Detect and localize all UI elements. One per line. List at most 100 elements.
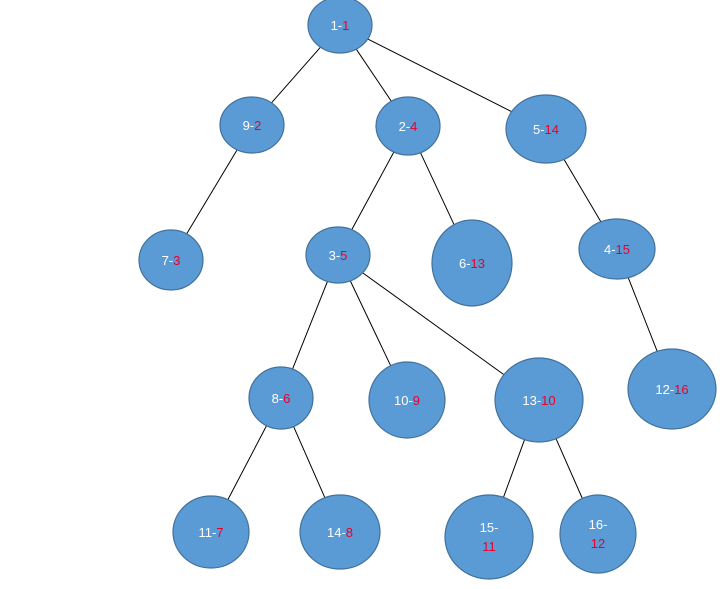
node-id-text: 4 bbox=[604, 242, 611, 257]
node-circle bbox=[627, 348, 717, 430]
edge-n1-n5 bbox=[363, 36, 516, 114]
node-order-text: 3 bbox=[173, 253, 180, 268]
node-order-text: 1 bbox=[342, 18, 349, 33]
tree-node-13: 13-10 bbox=[494, 357, 584, 443]
node-id-text: 5 bbox=[533, 122, 540, 137]
node-order-text: 12 bbox=[591, 536, 605, 551]
node-order-text: 14 bbox=[545, 122, 559, 137]
edge-n3-n10 bbox=[348, 277, 393, 370]
node-label: 6-13 bbox=[459, 256, 485, 271]
node-circle bbox=[299, 494, 381, 570]
edge-n2-n3 bbox=[349, 148, 397, 234]
node-id-text: 6 bbox=[459, 256, 466, 271]
tree-node-4: 4-15 bbox=[578, 218, 656, 280]
tree-node-2: 2-4 bbox=[375, 96, 441, 156]
node-id-text: 2 bbox=[399, 119, 406, 134]
node-circle bbox=[494, 357, 584, 443]
node-label: 13-10 bbox=[522, 393, 555, 408]
tree-node-12: 12-16 bbox=[627, 348, 717, 430]
node-id-text: 1 bbox=[331, 18, 338, 33]
node-id-text: 9 bbox=[243, 118, 250, 133]
node-separator-text: - bbox=[279, 391, 283, 406]
tree-node-8: 8-6 bbox=[248, 366, 314, 430]
node-id-text: 16 bbox=[589, 517, 603, 532]
edge-n1-n9 bbox=[268, 43, 324, 107]
tree-node-6: 6-13 bbox=[431, 219, 513, 307]
node-label: 10-9 bbox=[394, 393, 420, 408]
node-id-text: 11 bbox=[198, 525, 212, 540]
node-circle bbox=[578, 218, 656, 280]
node-separator-text: - bbox=[338, 18, 342, 33]
node-order-text: 10 bbox=[541, 393, 555, 408]
node-circle bbox=[431, 219, 513, 307]
edge-n4-n12 bbox=[626, 273, 660, 356]
node-separator-text: - bbox=[408, 393, 412, 408]
node-order-text: 13 bbox=[471, 256, 485, 271]
edge-n3-n13 bbox=[359, 270, 508, 378]
node-circle bbox=[368, 361, 446, 439]
node-label: 16- 12 bbox=[589, 517, 608, 551]
edge-n13-n16 bbox=[553, 434, 585, 503]
tree-node-9: 9-2 bbox=[219, 96, 285, 154]
node-circle bbox=[559, 494, 637, 574]
node-order-text: 2 bbox=[254, 118, 261, 133]
node-separator-text: - bbox=[537, 393, 541, 408]
node-order-text: 8 bbox=[346, 525, 353, 540]
node-label: 3-5 bbox=[329, 248, 348, 263]
node-order-text: 16 bbox=[674, 382, 688, 397]
node-circle bbox=[248, 366, 314, 430]
edge-n9-n7 bbox=[184, 146, 240, 238]
node-label: 8-6 bbox=[272, 391, 291, 406]
node-label: 7-3 bbox=[162, 253, 181, 268]
node-id-text: 14 bbox=[327, 525, 341, 540]
node-separator-text: - bbox=[670, 382, 674, 397]
node-circle bbox=[172, 495, 250, 569]
node-id-text: 7 bbox=[162, 253, 169, 268]
edge-n5-n4 bbox=[561, 155, 604, 226]
tree-node-1: 1-1 bbox=[307, 0, 373, 54]
node-circle bbox=[444, 494, 534, 580]
node-separator-text: - bbox=[494, 520, 498, 535]
node-order-text: 5 bbox=[340, 248, 347, 263]
node-circle bbox=[219, 96, 285, 154]
node-label: 5-14 bbox=[533, 122, 559, 137]
tree-node-14: 14-8 bbox=[299, 494, 381, 570]
tree-node-5: 5-14 bbox=[505, 94, 587, 164]
edge-n1-n2 bbox=[353, 45, 394, 105]
node-separator-text: - bbox=[466, 256, 470, 271]
node-separator-text: - bbox=[406, 119, 410, 134]
node-separator-text: - bbox=[336, 248, 340, 263]
tree-node-11: 11-7 bbox=[172, 495, 250, 569]
node-circle bbox=[307, 0, 373, 54]
node-separator-text: - bbox=[603, 517, 607, 532]
tree-node-15: 15-11 bbox=[444, 494, 534, 580]
node-separator-text: - bbox=[212, 525, 216, 540]
node-id-text: 8 bbox=[272, 391, 279, 406]
edge-n8-n14 bbox=[291, 422, 327, 502]
node-id-text: 13 bbox=[522, 393, 536, 408]
node-separator-text: - bbox=[169, 253, 173, 268]
node-separator-text: - bbox=[341, 525, 345, 540]
node-order-text: 7 bbox=[216, 525, 223, 540]
node-label: 14-8 bbox=[327, 525, 353, 540]
node-id-text: 3 bbox=[329, 248, 336, 263]
node-circle bbox=[375, 96, 441, 156]
node-order-text: 11 bbox=[482, 539, 496, 554]
edge-n2-n6 bbox=[418, 148, 457, 229]
edges bbox=[184, 36, 660, 504]
node-order-text: 15 bbox=[616, 242, 630, 257]
node-separator-text: - bbox=[250, 118, 254, 133]
node-label: 1-1 bbox=[331, 18, 350, 33]
tree-node-7: 7-3 bbox=[138, 229, 204, 291]
node-circle bbox=[505, 94, 587, 164]
node-order-text: 4 bbox=[410, 119, 417, 134]
node-label: 4-15 bbox=[604, 242, 630, 257]
node-separator-text: - bbox=[611, 242, 615, 257]
node-separator-text: - bbox=[540, 122, 544, 137]
node-circle bbox=[138, 229, 204, 291]
node-label: 15-11 bbox=[480, 520, 499, 554]
node-order-text: 6 bbox=[283, 391, 290, 406]
node-label: 9-2 bbox=[243, 118, 262, 133]
tree-node-10: 10-9 bbox=[368, 361, 446, 439]
